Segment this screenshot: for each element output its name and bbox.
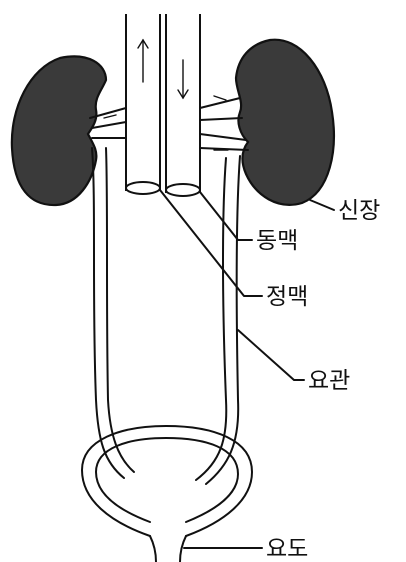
aorta xyxy=(166,14,200,196)
right-kidney xyxy=(236,40,334,205)
label-ureter: 요관 xyxy=(308,368,350,394)
label-artery: 동맥 xyxy=(256,228,298,254)
label-urethra: 요도 xyxy=(266,536,308,562)
label-vein: 정맥 xyxy=(266,284,308,310)
bladder xyxy=(82,426,252,536)
right-ureter xyxy=(196,156,240,484)
left-kidney xyxy=(12,56,106,205)
vena-cava xyxy=(126,14,160,194)
left-ureter xyxy=(92,148,134,478)
urethra xyxy=(150,536,186,562)
label-kidney: 신장 xyxy=(338,198,380,224)
